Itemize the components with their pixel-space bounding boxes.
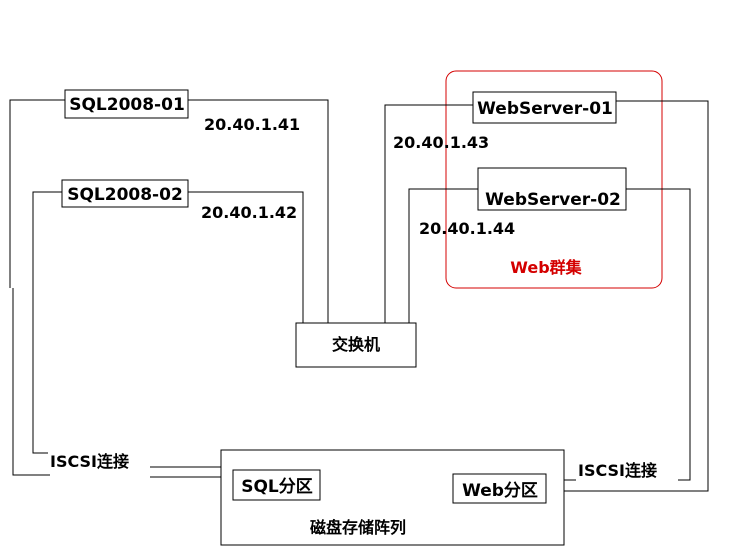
sql-partition	[232, 469, 321, 501]
web-cluster-boundary	[445, 70, 663, 289]
wire-web2-switch	[408, 188, 478, 323]
wire-web2-iscsi	[626, 188, 691, 481]
sql-partition-label: SQL分区	[241, 477, 313, 497]
wire-sql2-switch	[188, 191, 304, 323]
webserver-02-node	[477, 167, 627, 211]
switch-label: 交换机	[332, 335, 380, 354]
webserver-01-label: WebServer-01	[477, 99, 613, 119]
wire-web1-iscsi	[546, 100, 709, 492]
web-partition-label: Web分区	[462, 481, 538, 501]
ip-sql2008-01: 20.40.1.41	[204, 115, 300, 134]
wire-sql2-iscsi	[32, 191, 62, 454]
web-partition	[452, 473, 547, 504]
sql2008-01-label: SQL2008-01	[69, 95, 185, 115]
ip-sql2008-02: 20.40.1.42	[201, 203, 297, 222]
iscsi-connection-left-label: ISCSI连接	[50, 452, 129, 471]
webserver-02-label: WebServer-02	[485, 190, 621, 210]
sql2008-02-label: SQL2008-02	[67, 185, 183, 205]
wire-sql1-left	[9, 99, 65, 288]
wire-web1-switch	[384, 104, 473, 323]
sql2008-01-node	[64, 89, 189, 119]
wire-sql1-iscsi	[12, 288, 50, 476]
storage-array-label: 磁盘存储阵列	[310, 518, 406, 537]
web-cluster-label: Web群集	[510, 258, 582, 277]
webserver-01-node	[472, 91, 617, 124]
sql2008-02-node	[61, 179, 189, 208]
switch-node	[295, 322, 417, 368]
iscsi-connection-right-label: ISCSI连接	[578, 461, 657, 480]
ip-webserver-01: 20.40.1.43	[393, 133, 489, 152]
ip-webserver-02: 20.40.1.44	[419, 219, 515, 238]
wire-sql1-switch	[188, 99, 329, 323]
